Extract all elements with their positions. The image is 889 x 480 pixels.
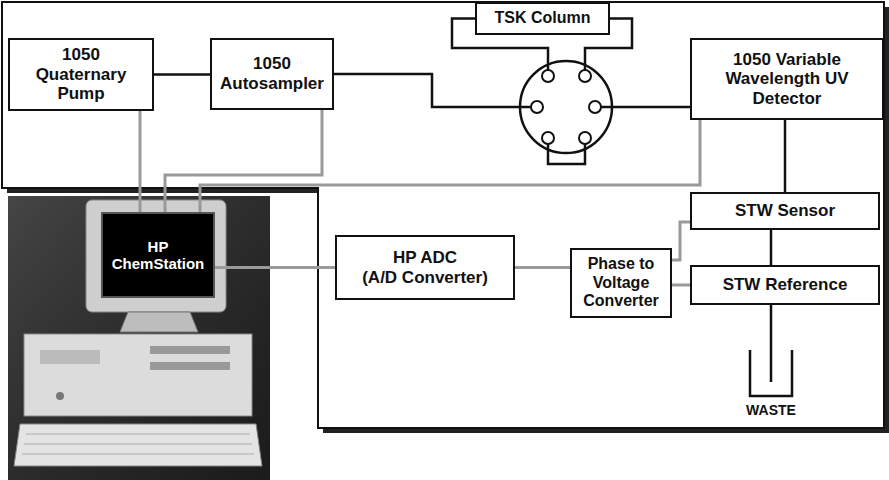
valve-port [531, 101, 543, 113]
monitor-stand [120, 312, 198, 332]
valve-port [589, 101, 601, 113]
connector-line [165, 110, 322, 212]
node-text: 1050 Quaternary Pump [15, 45, 147, 104]
connector [165, 110, 322, 212]
computer-photo-shade [8, 196, 270, 480]
column-box: TSK Column [475, 2, 610, 35]
node-text: STW Sensor [735, 201, 835, 221]
connector-line [139, 111, 142, 212]
connector-line [200, 120, 700, 212]
node-text: HP ChemStation [108, 238, 208, 273]
sample-loop [548, 144, 585, 164]
reference-box: STW Reference [690, 265, 880, 305]
system-panel [2, 2, 884, 428]
connector-line [672, 222, 690, 260]
valve-ports [531, 70, 601, 144]
computer-photo-ground [8, 196, 270, 480]
connector [771, 230, 772, 265]
node-text: (A/D Converter) [362, 268, 488, 288]
computer-case [24, 334, 252, 416]
connector-line [770, 230, 773, 265]
valve-port [579, 70, 591, 82]
connector [515, 267, 570, 268]
pump-box: 1050 Quaternary Pump [8, 38, 154, 111]
node-text: HP ADC [393, 248, 457, 268]
valve-port [542, 70, 554, 82]
connector-line [154, 73, 210, 76]
connector-line [672, 284, 690, 287]
converter-box: Phase to Voltage Converter [570, 248, 672, 318]
connector [154, 74, 210, 75]
connector-line [784, 120, 787, 192]
connector [672, 285, 690, 286]
connector-line [515, 266, 570, 269]
waste-label: WASTE [731, 402, 811, 418]
node-text: STW Reference [723, 275, 848, 295]
keyboard [14, 424, 262, 466]
connector [785, 120, 786, 192]
connector [200, 120, 700, 212]
converter-box: HP ADC(A/D Converter) [335, 235, 515, 300]
injection-valve [520, 61, 612, 153]
waste-line [770, 305, 773, 382]
computer-screen: HP ChemStation [101, 212, 215, 298]
connector [672, 222, 690, 260]
autosampler-box: 1050 Autosampler [210, 38, 334, 110]
sensor-box: STW Sensor [690, 192, 880, 230]
connector-line [215, 266, 335, 269]
connector [215, 267, 335, 268]
node-text: 1050 Autosampler [217, 54, 327, 93]
node-text: 1050 Variable Wavelength UV Detector [697, 50, 877, 109]
keyboard-keys [22, 434, 254, 454]
node-text: TSK Column [495, 9, 591, 27]
drive-slot [150, 362, 230, 370]
power-button [56, 392, 64, 400]
node-text: Phase to Voltage Converter [577, 255, 665, 310]
drive-slot [150, 346, 230, 354]
monitor-bezel [86, 200, 226, 312]
drive-bay [40, 350, 100, 364]
valve-port [542, 132, 554, 144]
connector [140, 111, 141, 212]
valve-port [579, 132, 591, 144]
detector-box: 1050 Variable Wavelength UV Detector [690, 38, 884, 120]
